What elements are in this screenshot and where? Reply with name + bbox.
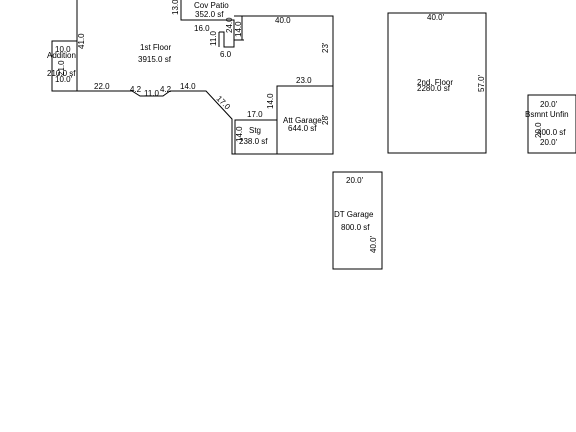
bsmnt-unfin-outline bbox=[527, 94, 576, 154]
dim-patio-side-b: 24.0 bbox=[225, 17, 234, 33]
dim-ff-angle-a: 4.2 bbox=[130, 85, 142, 94]
dim-ff-bottom-left: 22.0 bbox=[94, 82, 110, 91]
dim-stg-side: 14.0 bbox=[235, 126, 244, 142]
cov-patio-outline bbox=[180, 0, 235, 48]
dt-garage-label: DT Garage bbox=[334, 210, 374, 219]
att-garage-label: Att Garage bbox=[283, 116, 322, 125]
first-floor-area: 3915.0 sf bbox=[138, 55, 172, 64]
dt-garage-area: 800.0 sf bbox=[341, 223, 370, 232]
dim-garage-top: 23.0 bbox=[296, 76, 312, 85]
dim-add-side: 21.0 bbox=[57, 60, 66, 76]
dim-bs-top: 20.0' bbox=[540, 100, 558, 109]
dim-patio-inner-v: 11.0 bbox=[209, 30, 218, 46]
dim-garage-right: 28' bbox=[321, 114, 330, 125]
dim-patio-side: 13.0 bbox=[171, 0, 180, 15]
dim-ff-angle-b: 4.2 bbox=[160, 85, 172, 94]
bsmnt-unfin-label: Bsmnt Unfin bbox=[525, 110, 569, 119]
dim-ff-bottom-mid: 14.0 bbox=[180, 82, 196, 91]
addition-outline bbox=[51, 40, 78, 92]
second-floor-area: 2280.0 sf bbox=[417, 84, 451, 93]
bsmnt-unfin-area: 400.0 sf bbox=[537, 128, 566, 137]
dim-patio-right: 14.0 bbox=[234, 21, 243, 37]
dim-add-top: 10.0 bbox=[55, 45, 71, 54]
dim-stg-right: 14.0 bbox=[266, 93, 275, 109]
dim-bs-side: 20.0 bbox=[534, 122, 543, 138]
storage-area: 238.0 sf bbox=[239, 137, 268, 146]
dim-sf-top: 40.0' bbox=[427, 13, 445, 22]
addition-area: 210.0 sf bbox=[47, 69, 76, 78]
dim-ff-right: 23' bbox=[321, 42, 330, 53]
dim-sf-right: 57.0' bbox=[477, 74, 486, 92]
dim-bs-bottom: 20.0' bbox=[540, 138, 558, 147]
dim-add-bottom: 10.0' bbox=[55, 75, 73, 84]
dim-stg-top: 17.0 bbox=[247, 110, 263, 119]
second-floor-label: 2nd. Floor bbox=[417, 78, 453, 87]
att-garage-area: 644.0 sf bbox=[288, 124, 317, 133]
dim-ff-top: 40.0 bbox=[275, 16, 291, 25]
cov-patio-label: Cov Patio bbox=[194, 1, 229, 10]
dim-ff-angle-c: 17.0 bbox=[215, 94, 233, 112]
storage-outline bbox=[234, 119, 278, 155]
dim-dt-side: 40.0' bbox=[369, 235, 378, 253]
first-floor-label: 1st Floor bbox=[140, 43, 171, 52]
storage-label: Stg bbox=[249, 126, 261, 135]
dim-ff-left: 41.0 bbox=[77, 33, 86, 49]
dim-dt-top: 20.0' bbox=[346, 176, 364, 185]
dim-patio-bottom: 6.0 bbox=[220, 50, 232, 59]
second-floor-outline bbox=[387, 12, 487, 154]
dt-garage-outline bbox=[332, 171, 383, 270]
cov-patio-area: 352.0 sf bbox=[195, 10, 224, 19]
dim-ff-middle: 11.0 bbox=[144, 89, 160, 98]
addition-label: Addition bbox=[47, 51, 76, 60]
dim-patio-inner-h: 16.0 bbox=[194, 24, 210, 33]
